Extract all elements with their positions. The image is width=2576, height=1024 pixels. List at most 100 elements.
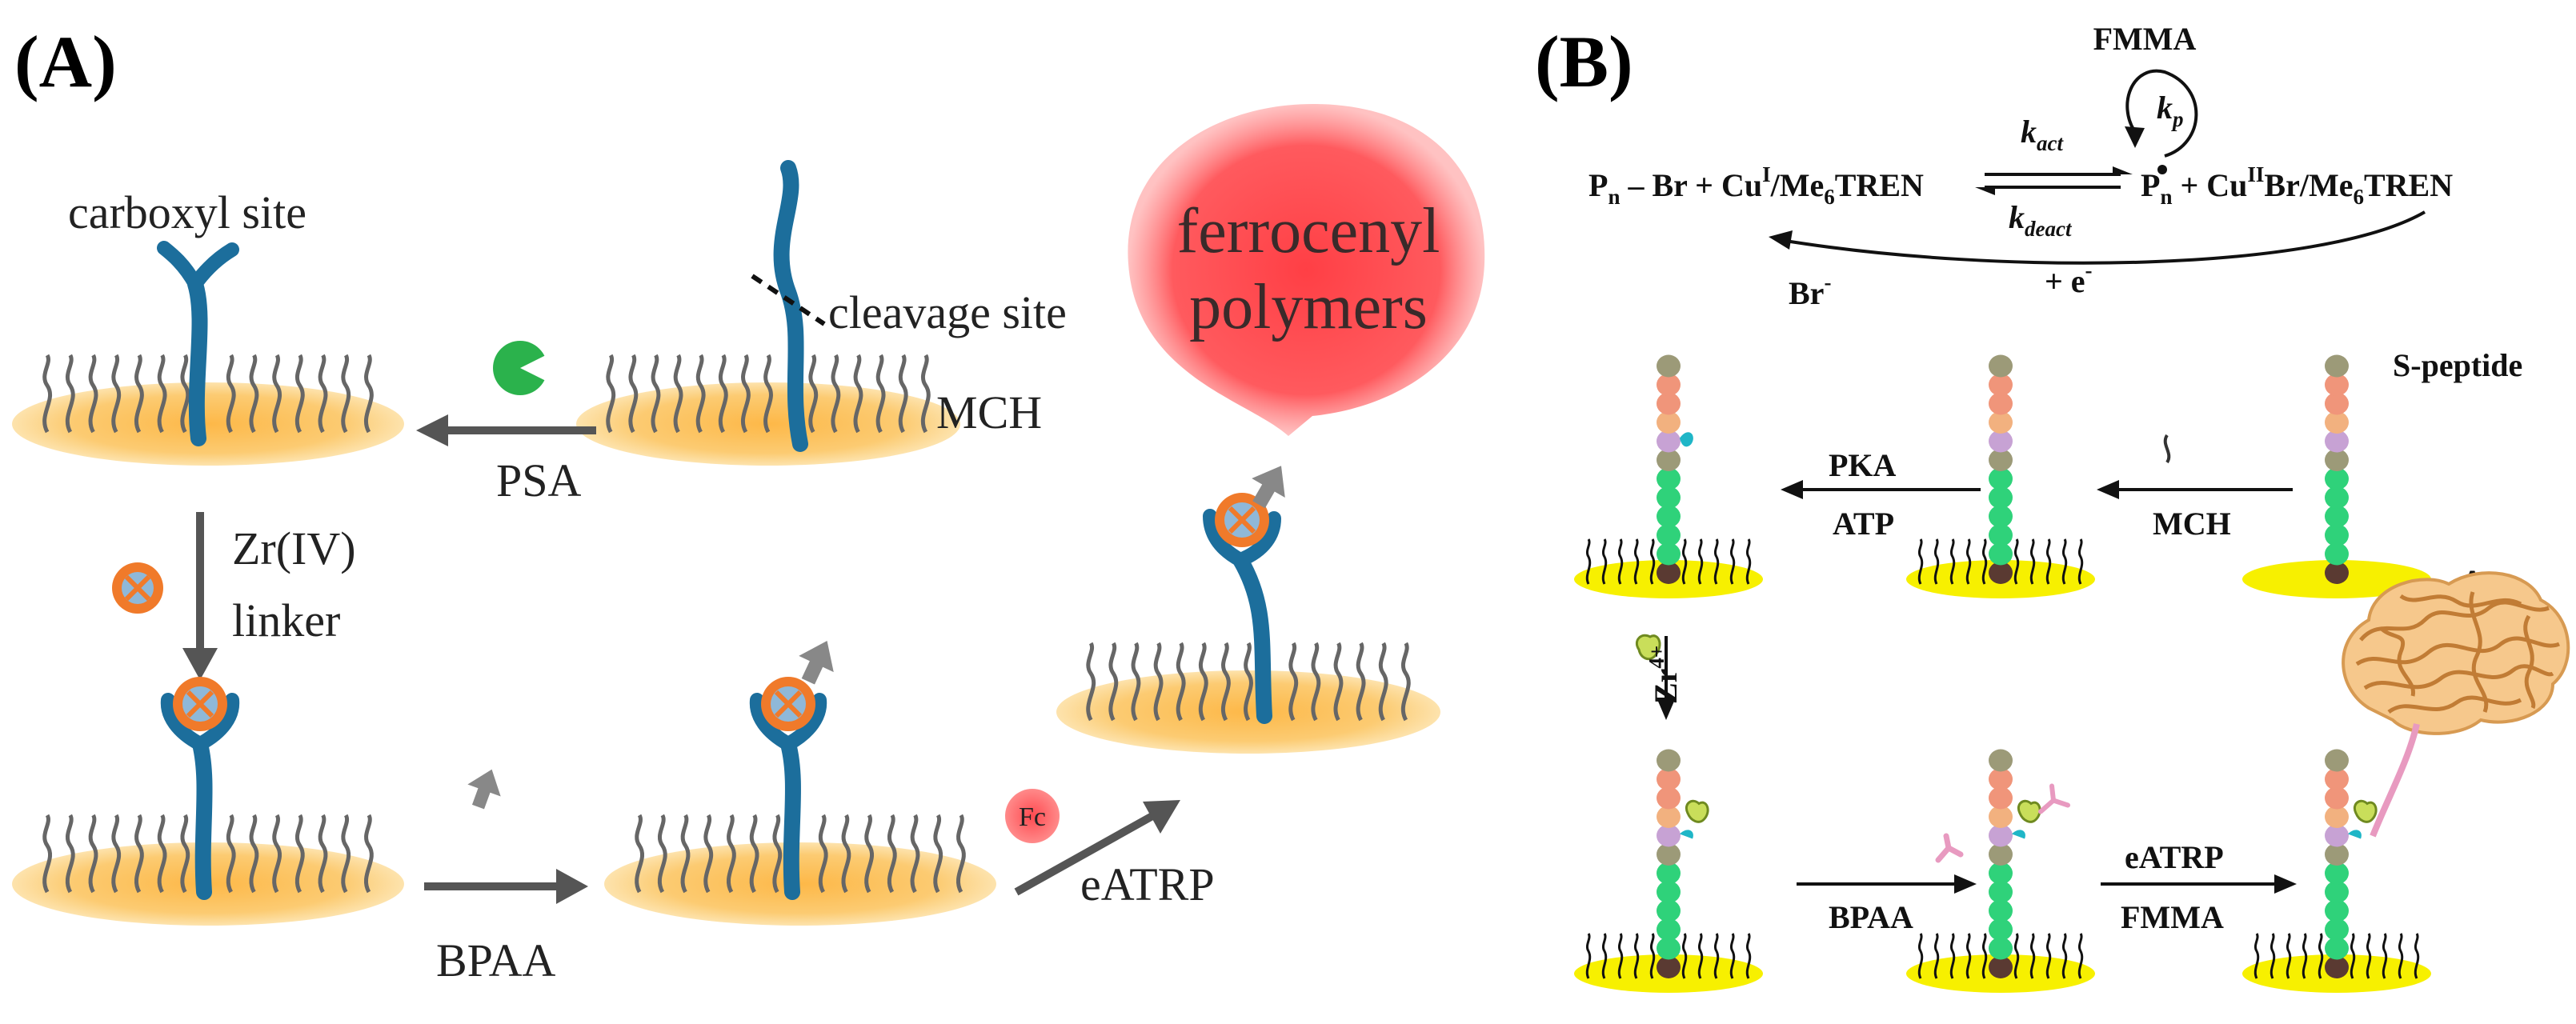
mch-chain (1601, 933, 1608, 979)
mch-chains (1086, 642, 1411, 722)
peptide-bead (2325, 956, 2349, 978)
peptide-bead (1989, 918, 2013, 941)
peptide-bead (2325, 505, 2349, 528)
peptide-bead (1657, 862, 1681, 885)
peptide-bead (1989, 505, 2013, 528)
mch-chain (2398, 933, 2404, 979)
mch-chain (703, 814, 714, 894)
mch-chain (1356, 642, 1366, 722)
mch-chains (42, 814, 374, 894)
panel-b: (B) FMMA kp kact kdeact Pn – Br + CuI/Me… (1535, 21, 2570, 993)
mch-chain (1981, 933, 1988, 979)
mch-chain (606, 354, 616, 434)
zr-ion-icon (1635, 634, 1661, 661)
peptide-bead (2325, 786, 2349, 810)
peptide-bead (1989, 392, 2013, 415)
peptide-bead (2325, 392, 2349, 415)
mch-chain (763, 354, 773, 434)
mch-chain (65, 354, 75, 434)
kact-label: kact (2021, 114, 2064, 155)
mch-layer (1917, 538, 2084, 585)
peptide-bead (2325, 486, 2349, 509)
electrode-disc-intact: cleavage site MCH (576, 160, 1067, 466)
mch-chain (955, 814, 966, 894)
peptide-bead (1657, 374, 1681, 396)
peptide-bead (1657, 430, 1681, 453)
peptide-bead (1989, 768, 2013, 790)
peptide-bead (1657, 505, 1681, 528)
zr-ion-bound-icon (2354, 799, 2378, 823)
phosphate-group-icon (2348, 830, 2362, 839)
mch-chain (2045, 933, 2052, 979)
peptide-bead (1989, 354, 2013, 378)
mch-chain (111, 814, 122, 894)
peptide-bead (1657, 899, 1681, 922)
mch-chain (363, 354, 374, 434)
bubble-line1: ferrocenyl (1177, 196, 1440, 266)
peptide-bead (2325, 749, 2349, 772)
bound-linker-icon (173, 677, 227, 731)
peptide-bead (1989, 467, 2013, 490)
zr-label: Zr4+ (1645, 646, 1684, 704)
mch-chain (1981, 538, 1988, 585)
bpaa-molecule-icon (1935, 833, 1964, 863)
cleavage-site-label: cleavage site (828, 286, 1067, 338)
mch-chain (1585, 933, 1592, 979)
peptide-bead (1989, 374, 2013, 396)
peptide-bead (2325, 824, 2349, 847)
mch-chain (2077, 933, 2084, 979)
peptide-bead (1657, 354, 1681, 378)
mch-chain (1713, 933, 1720, 979)
fmma-top-label: FMMA (2093, 21, 2197, 57)
mch-chain (1311, 642, 1321, 722)
eatrp-label: eATRP (1080, 858, 1215, 910)
zr-step: Zr4+ (1635, 634, 1684, 720)
zr-label-line1: Zr(IV) (232, 522, 356, 574)
peptide-bead (1657, 524, 1681, 546)
mch-chain (2013, 538, 2020, 585)
intact-peptide-strand (773, 160, 808, 452)
peptide-bead (1657, 449, 1681, 471)
cleaved-peptide-strand (187, 276, 208, 446)
bound-linker-icon (1215, 493, 1269, 547)
peptide-bead-stack (1989, 354, 2013, 584)
atp-label: ATP (1833, 506, 1894, 542)
mch-molecule-icon (2163, 434, 2171, 464)
mch-chain (2061, 538, 2068, 585)
mch-chain (2029, 538, 2036, 585)
kdeact-label: kdeact (2009, 199, 2073, 241)
peptide-bead-stack (2325, 749, 2349, 978)
mch-chain (1633, 933, 1640, 979)
mch-chain (718, 354, 728, 434)
mch-chain (272, 814, 282, 894)
mch-chain (726, 814, 736, 894)
peptide-bead (2325, 411, 2349, 434)
mch-chain (818, 814, 828, 894)
psa-step: PSA (416, 341, 596, 506)
peptide-bead (1657, 542, 1681, 566)
mch-chain (1617, 538, 1624, 585)
au-electrode-bare (2242, 354, 2431, 598)
peptide-bead (1657, 843, 1681, 866)
mch-layer (1917, 933, 2084, 979)
mch-chain (294, 354, 305, 434)
peptide-bead (1989, 542, 2013, 566)
peptide-bead-stack (1989, 749, 2013, 978)
peptide-bead (2325, 918, 2349, 941)
peptide-bead (1657, 937, 1681, 960)
mch-chain (772, 814, 783, 894)
mch-chain (841, 814, 851, 894)
peptide-bead (1989, 449, 2013, 471)
peptide-bead (1657, 411, 1681, 434)
mch-chain (111, 354, 122, 434)
polymer-chain (2359, 600, 2550, 642)
mch-chain (157, 814, 167, 894)
au-electrode-phospho (1574, 354, 1763, 598)
peptide-bead (1989, 411, 2013, 434)
peptide-bead (1989, 524, 2013, 546)
pka-step: PKA ATP (1781, 447, 1981, 542)
phosphate-group-icon (1680, 830, 1693, 839)
peptide-bead (1657, 467, 1681, 490)
electrode-disc-initiator (604, 640, 996, 926)
